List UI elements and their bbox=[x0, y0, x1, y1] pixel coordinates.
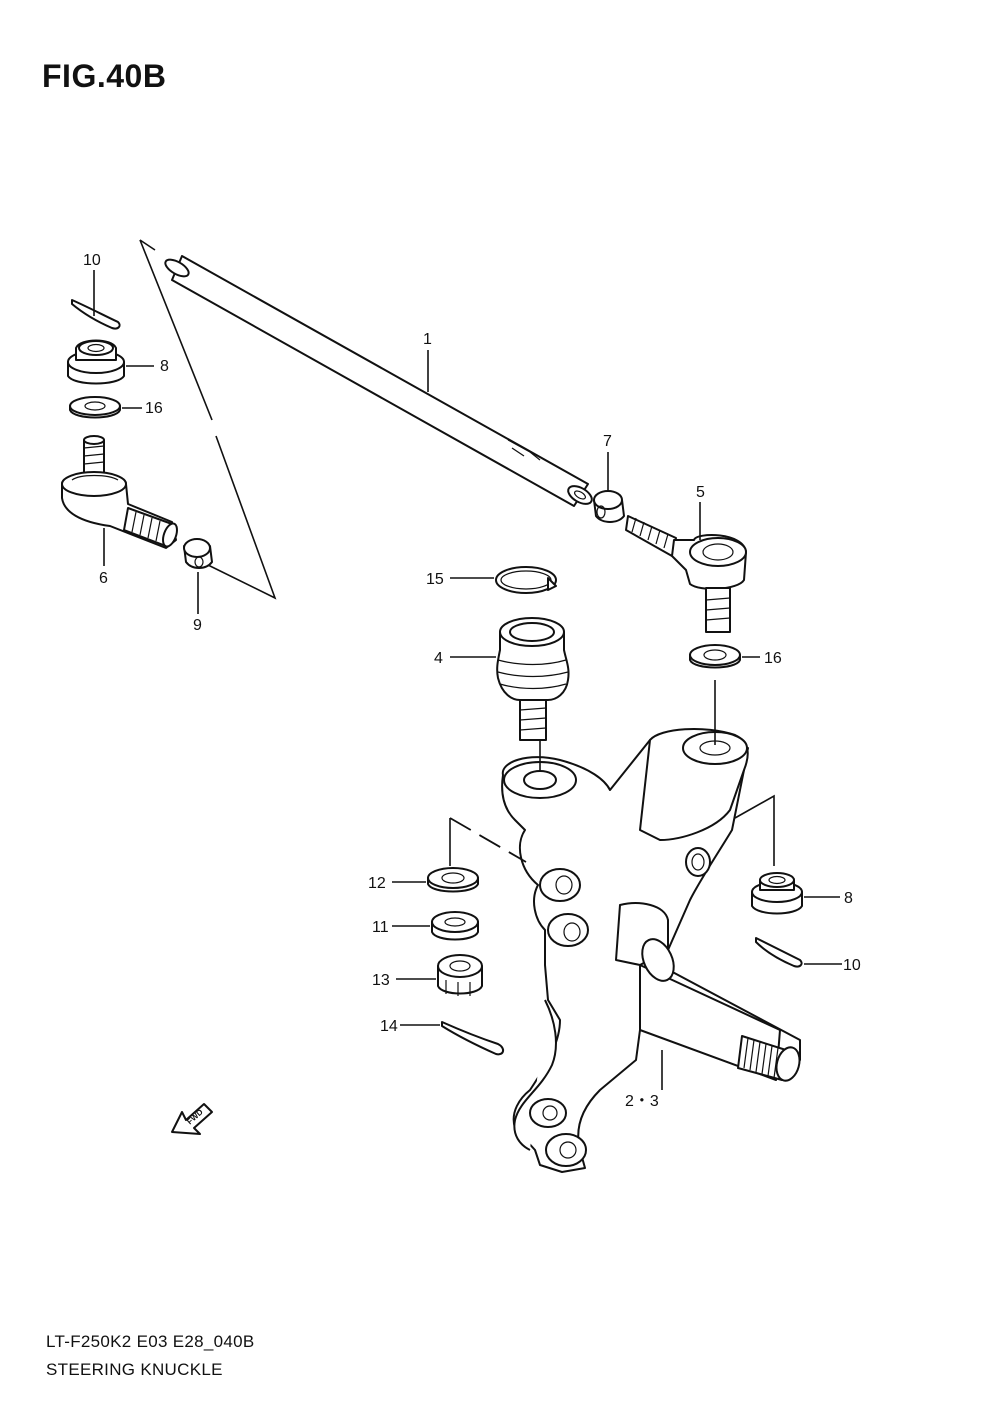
callout-12: 12 bbox=[368, 875, 386, 892]
callout-8-right: 8 bbox=[844, 890, 853, 907]
ball-joint[interactable] bbox=[496, 617, 570, 741]
washer-11[interactable] bbox=[431, 911, 479, 941]
assembly-guide-line bbox=[139, 239, 213, 421]
nut-left[interactable] bbox=[67, 339, 125, 385]
callout-14: 14 bbox=[380, 1018, 398, 1035]
nut-right[interactable] bbox=[751, 872, 803, 915]
nut-9[interactable] bbox=[183, 538, 213, 569]
cotter-pin-left[interactable] bbox=[71, 299, 121, 330]
callout-4: 4 bbox=[434, 650, 443, 667]
assembly-guide-line bbox=[139, 239, 156, 251]
steering-knuckle[interactable] bbox=[501, 727, 803, 1173]
washer-left[interactable] bbox=[69, 396, 121, 419]
figure-title: FIG.40B bbox=[42, 58, 167, 94]
tie-rod[interactable] bbox=[163, 255, 595, 508]
figure-name: STEERING KNUCKLE bbox=[46, 1360, 223, 1379]
cotter-pin-right[interactable] bbox=[755, 937, 803, 968]
callout-11: 11 bbox=[372, 919, 389, 936]
cotter-pin-14[interactable] bbox=[441, 1021, 504, 1056]
callout-13: 13 bbox=[372, 972, 390, 989]
washer-12[interactable] bbox=[427, 867, 479, 893]
tie-rod-end-left[interactable] bbox=[61, 435, 180, 549]
assembly-guide-line bbox=[205, 435, 277, 600]
washer-right[interactable] bbox=[689, 644, 741, 669]
castle-nut[interactable] bbox=[437, 954, 483, 996]
leader-lines bbox=[93, 270, 842, 1090]
figure-code: LT-F250K2 E03 E28_040B bbox=[46, 1332, 255, 1351]
callout-10-left: 10 bbox=[83, 252, 101, 269]
snap-ring[interactable] bbox=[495, 566, 557, 594]
assembly-guide-line bbox=[734, 794, 775, 866]
fwd-arrow-icon: FWD bbox=[171, 1103, 213, 1135]
callout-15: 15 bbox=[426, 571, 444, 588]
callout-6: 6 bbox=[99, 570, 108, 587]
callout-8-left: 8 bbox=[160, 358, 169, 375]
callout-10-right: 10 bbox=[843, 957, 861, 974]
assembly-guide-line bbox=[449, 817, 527, 863]
callout-2-3: 2・3 bbox=[625, 1093, 659, 1110]
callout-16-right: 16 bbox=[764, 650, 782, 667]
callout-1: 1 bbox=[423, 331, 432, 348]
callout-16-left: 16 bbox=[145, 400, 163, 417]
nut-7[interactable] bbox=[593, 490, 625, 523]
callout-5: 5 bbox=[696, 484, 705, 501]
callout-9: 9 bbox=[193, 617, 202, 634]
tie-rod-end-right[interactable] bbox=[625, 515, 747, 633]
callout-7: 7 bbox=[603, 433, 612, 450]
